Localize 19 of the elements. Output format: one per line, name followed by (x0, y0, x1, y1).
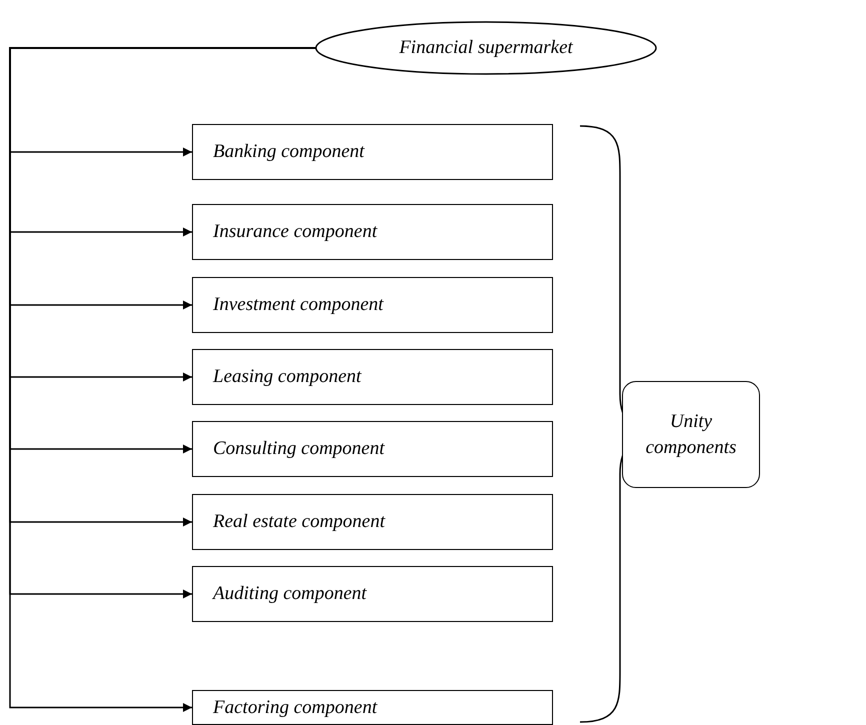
node-label: Banking component (213, 141, 364, 163)
component-box (192, 349, 553, 405)
node-label: Factoring component (213, 696, 378, 718)
component-box (192, 204, 553, 260)
node-label: Financial supermarket (399, 37, 573, 59)
component-box (192, 124, 553, 180)
component-box (192, 690, 553, 725)
node-label: Auditing component (213, 583, 367, 605)
component-box (192, 494, 553, 550)
node-label: Unity components (644, 410, 738, 460)
component-box (192, 566, 553, 622)
component-box (192, 277, 553, 333)
node-label: Insurance component (213, 221, 378, 243)
node-label: Leasing component (213, 366, 362, 388)
component-box (192, 421, 553, 477)
rounded-box (622, 381, 760, 488)
node-label: Consulting component (213, 438, 385, 460)
node-label: Real estate component (213, 511, 386, 533)
node-label: Investment component (213, 294, 384, 316)
